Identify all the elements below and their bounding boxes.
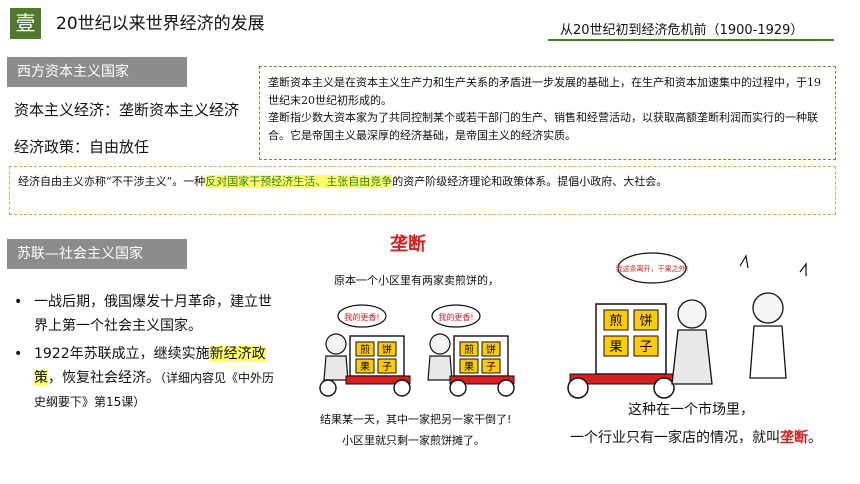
bubble-right-text: 我这条离开，干果之外! xyxy=(616,264,689,273)
ussr-bullet-list: • 一战后期，俄国爆发十月革命，建立世界上第一个社会主义国家。 • 1922年苏联成… xyxy=(10,290,280,414)
page-subtitle: 从20世纪初到经济危机前（1900-1929） xyxy=(560,23,804,38)
definition-paragraph-1: 垄断资本主义是在资本主义生产力和生产关系的矛盾进一步发展的基础上，在生产和资本加… xyxy=(268,76,821,107)
ussr-bullet-2: •1922年苏联成立，继续实施新经济政策，恢复社会经济。（详细内容见《中外历史纲… xyxy=(10,342,280,414)
cart-right-char-3: 果 xyxy=(609,340,622,355)
cart-right-char-4: 子 xyxy=(639,340,652,355)
economic-liberalism-box: 经济自由主义亦称“不干涉主义”。一种反对国家干预经济生活、主张自由竞争的资产阶级… xyxy=(9,166,836,215)
bubble-mid-text: 我的更香! xyxy=(438,312,473,322)
caption-right-2-before: 一个行业只有一家店的情况，就叫 xyxy=(570,429,780,446)
cart-mid-char-1: 煎 xyxy=(464,343,474,356)
west-section-label: 西方资本主义国家 xyxy=(7,57,187,87)
liberalism-highlight: 反对国家干预经济生活、主张自由竞争 xyxy=(205,175,393,188)
caption-right-2-end: 。 xyxy=(808,430,822,446)
middle-cart-scene: 我的更香! 煎 饼 果 子 xyxy=(427,304,515,397)
vendor-mid-head xyxy=(429,333,451,355)
cart-left-char-1: 煎 xyxy=(360,343,370,356)
customer-head xyxy=(752,292,784,324)
cartoon-caption-right-2: 一个行业只有一家店的情况，就叫垄断。 xyxy=(570,429,822,446)
west-econ-line: 资本主义经济：垄断资本主义经济 xyxy=(14,101,240,119)
vendor-left-head xyxy=(325,333,347,355)
ussr-bullet-2-note: （详细内容见《中外历史纲要下》第15课） xyxy=(34,371,275,409)
cart-mid-sign-3 xyxy=(459,358,479,374)
cartoon-caption-bottom-1: 结果某一天，其中一家把另一家干倒了! xyxy=(320,412,511,426)
surprise-marks xyxy=(739,254,807,276)
speech-bubble-mid xyxy=(431,304,481,328)
cart-left-wheel-1 xyxy=(319,379,337,397)
cart-left-wheel-2 xyxy=(393,379,411,397)
ussr-section-label: 苏联—社会主义国家 xyxy=(7,239,187,269)
cartoon-title: 垄断 xyxy=(390,233,426,255)
cart-left-char-2: 饼 xyxy=(382,343,392,356)
cart-right-sign-3 xyxy=(603,335,629,357)
monopoly-definition-box: 垄断资本主义是在资本主义生产力和生产关系的矛盾进一步发展的基础上，在生产和资本加… xyxy=(259,66,836,160)
vendor-right-head xyxy=(677,299,707,329)
cartoon-caption-top: 原本一个小区里有两家卖煎饼的， xyxy=(334,273,499,287)
customer-body xyxy=(749,325,787,379)
cart-left-sign-2 xyxy=(377,341,397,357)
section-number-badge: 壹 xyxy=(10,8,41,39)
cart-mid-wheel-1 xyxy=(449,379,467,397)
cart-mid-char-2: 饼 xyxy=(486,343,496,356)
cart-mid-base xyxy=(449,375,515,385)
ussr-bullet-2-after: ，恢复社会经济。 xyxy=(48,370,160,386)
liberalism-text-after: 的资产阶级经济理论和政策体系。提倡小政府、大社会。 xyxy=(392,175,668,188)
cartoon-caption-right-1: 这种在一个市场里， xyxy=(628,401,754,418)
cart-mid-sign-2 xyxy=(481,341,501,357)
cart-right-char-2: 饼 xyxy=(639,314,652,329)
left-cart-scene: 我的更香! 煎 饼 果 子 xyxy=(319,304,411,397)
west-policy-line: 经济政策：自由放任 xyxy=(14,138,150,156)
cart-left-char-3: 果 xyxy=(360,361,370,373)
ussr-bullet-1-text: 一战后期，俄国爆发十月革命，建立世界上第一个社会主义国家。 xyxy=(34,294,272,334)
cart-mid-wheel-2 xyxy=(497,379,515,397)
speech-bubble-right xyxy=(617,252,687,284)
vendor-mid-body xyxy=(427,355,453,381)
cart-mid-sign-1 xyxy=(459,341,479,357)
speech-bubble-left xyxy=(337,304,387,328)
cart-right-sign-4 xyxy=(633,335,659,357)
bullet-dot-icon: • xyxy=(14,294,23,310)
ussr-bullet-2-before: 1922年苏联成立，继续实施 xyxy=(34,346,210,362)
cart-left-char-4: 子 xyxy=(382,361,392,373)
cart-right-sign-2 xyxy=(633,309,659,331)
bubble-left-text: 我的更香! xyxy=(344,312,379,322)
vendor-right-body xyxy=(671,329,713,385)
ussr-bullet-1: • 一战后期，俄国爆发十月革命，建立世界上第一个社会主义国家。 xyxy=(10,290,280,338)
cart-mid-char-3: 果 xyxy=(464,361,474,373)
cart-right-wheel-1 xyxy=(567,377,589,399)
cart-left-sign-1 xyxy=(355,341,375,357)
right-cart-scene: 我这条离开，干果之外! 煎 饼 果 子 xyxy=(567,252,807,399)
cart-right-char-1: 煎 xyxy=(609,313,622,329)
cart-right-sign-1 xyxy=(603,309,629,331)
caption-right-2-em: 垄断 xyxy=(780,429,808,446)
liberalism-text-before: 经济自由主义亦称“不干涉主义”。一种 xyxy=(18,175,206,188)
cart-left-base xyxy=(345,375,411,385)
definition-paragraph-2: 垄断指少数大资本家为了共同控制某个或若干部门的生产、销售和经营活动，以获取高额垄… xyxy=(268,111,818,142)
subtitle-underline xyxy=(548,39,834,41)
cart-right-wheel-2 xyxy=(653,377,675,399)
bullet-dot-icon: • xyxy=(14,346,23,362)
vendor-left-body xyxy=(323,355,349,381)
cart-left-sign-4 xyxy=(377,358,397,374)
page-title: 20世纪以来世界经济的发展 xyxy=(56,14,265,34)
cartoon-caption-bottom-2: 小区里就只剩一家煎饼摊了。 xyxy=(342,433,485,447)
cart-mid-sign-4 xyxy=(481,358,501,374)
monopoly-cartoon: 垄断 原本一个小区里有两家卖煎饼的， 我的更香! 煎 饼 果 子 我的更香! 煎… xyxy=(319,233,822,447)
cart-left-sign-3 xyxy=(355,358,375,374)
cart-mid-char-4: 子 xyxy=(486,361,496,373)
